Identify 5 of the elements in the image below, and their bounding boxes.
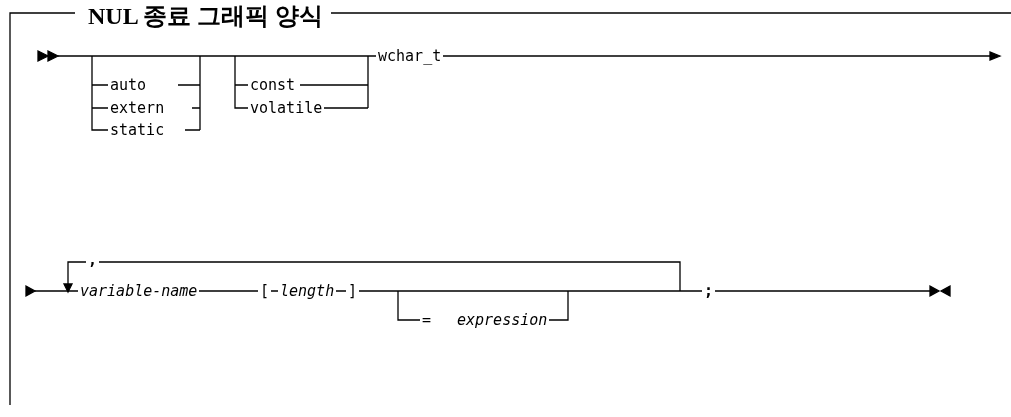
punctuation-symbol: [ bbox=[258, 282, 272, 300]
punctuation-symbol: ] bbox=[346, 282, 360, 300]
syntax-variable: expression bbox=[455, 311, 550, 329]
syntax-variable: length bbox=[278, 282, 337, 300]
syntax-keyword: wchar_t bbox=[376, 47, 444, 65]
